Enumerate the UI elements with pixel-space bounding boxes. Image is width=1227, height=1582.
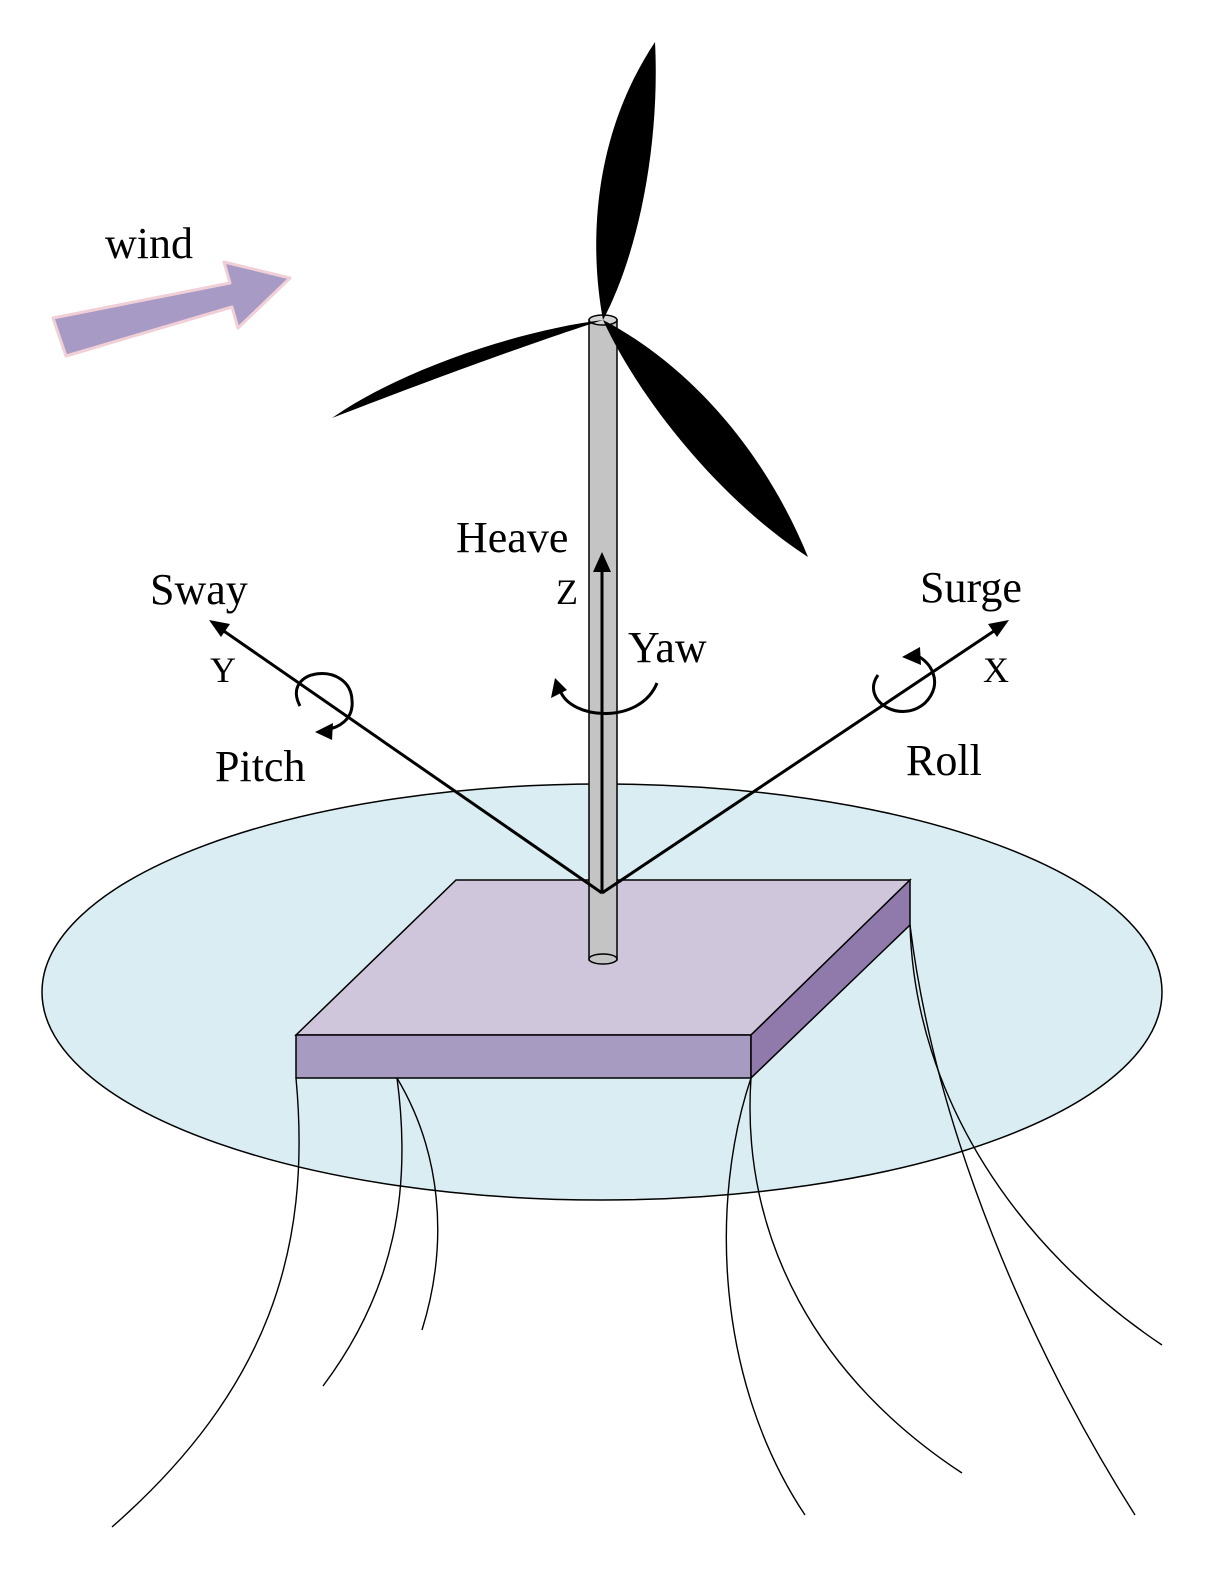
z-axis-label: Z [556,572,578,612]
mooring-line [322,1077,403,1387]
platform-front [295,1034,752,1079]
mooring-line [396,1077,439,1331]
wind-arrow [51,260,292,358]
roll-rotation-arrow [872,647,937,713]
rotor [332,42,808,557]
mooring-line [111,1077,300,1528]
x-axis-label: X [983,650,1009,690]
y-axis-line [217,625,603,895]
z-axis-arrowhead [593,552,611,572]
blade-top [596,42,656,320]
mooring-lines [111,924,1163,1528]
mooring-line [909,924,1136,1516]
blade-left [332,320,603,418]
yaw-rotation-arrow [551,678,659,715]
yaw-label: Yaw [628,623,707,672]
y-axis-label: Y [210,650,236,690]
tower-base [588,953,618,965]
x-axis-arrowhead [988,620,1009,637]
surge-label: Surge [920,563,1022,612]
roll-label: Roll [906,736,982,785]
blade-right [603,320,808,557]
platform-side [750,878,911,1080]
pitch-label: Pitch [215,742,305,791]
pitch-rotation-arrow [295,672,354,740]
wind-label: wind [105,219,193,268]
sway-label: Sway [150,565,248,614]
mooring-line [909,924,1163,1346]
heave-label: Heave [456,513,568,562]
mooring-line [749,1077,963,1474]
y-axis-arrowhead [209,620,230,637]
mooring-line [725,1077,806,1516]
